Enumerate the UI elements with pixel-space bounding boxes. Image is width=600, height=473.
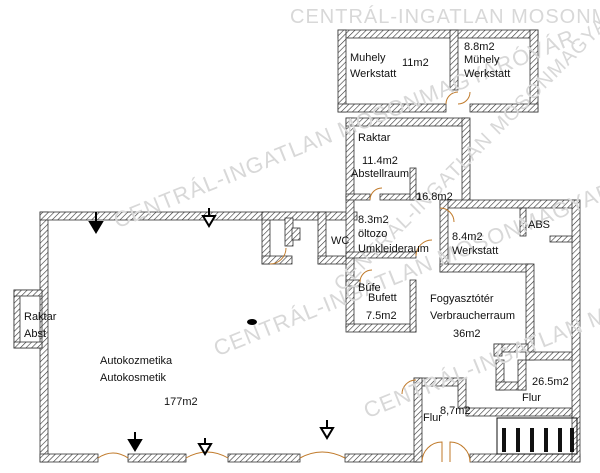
storage-upper-name-de: Abstellraum <box>351 168 410 180</box>
wall-main-bottom-a <box>39 453 99 463</box>
storage-left-name-hu: Raktar <box>24 311 57 323</box>
walls <box>13 29 581 463</box>
arrow-down-icon <box>127 432 143 452</box>
workshop2-name-de: Werkstatt <box>464 68 511 80</box>
wc-label: WC <box>331 235 350 247</box>
buffet-name-de: Bufett <box>368 292 397 304</box>
wall-main-bottom-e <box>469 453 581 463</box>
changing-area: 8.3m2 <box>358 214 389 226</box>
wall-main-bottom-d <box>344 453 421 463</box>
workshop1-name-de: Werkstatt <box>350 68 397 80</box>
car-cosmetics-name-hu: Autokozmetika <box>100 355 173 367</box>
entrance-arrows <box>88 208 335 456</box>
consumer-name-de: Verbraucherraum <box>430 310 515 322</box>
wall-main-bottom-b <box>127 453 187 463</box>
consumer-name-hu: Fogyasztótér <box>430 293 494 305</box>
watermark-top: CENTRÁL-INGATLAN MOSONMAGYARÓVÁR <box>290 6 600 28</box>
arrow-down-icon <box>88 212 104 234</box>
buffet-area: 7.5m2 <box>366 310 397 322</box>
workshop3-name-de: Werkstatt <box>452 245 499 257</box>
wall-workshop-top <box>337 29 539 39</box>
wall-main-bottom-c <box>227 453 301 463</box>
workshop3-area: 8.4m2 <box>452 231 483 243</box>
arrow-down-icon <box>197 438 213 456</box>
hall-small-area: 8,7m2 <box>440 405 471 417</box>
storage-upper-name-hu: Raktar <box>358 132 391 144</box>
buffet-name-hu: Búfe <box>358 282 381 294</box>
consumer-area: 36m2 <box>453 328 481 340</box>
workshop1-name-hu: Muhely <box>350 52 386 64</box>
abs-label: ABS <box>528 219 551 231</box>
storage-left-name-de: Abst <box>24 328 47 340</box>
hall-large-area: 26.5m2 <box>532 376 569 388</box>
hall-small-name-de: Flur <box>423 412 442 424</box>
corridor-area: 16.8m2 <box>416 191 453 203</box>
workshop1-area: 11m2 <box>402 57 429 69</box>
workshop2-area: 8.8m2 <box>464 41 495 53</box>
arrow-down-icon <box>319 420 335 440</box>
changing-name-hu: öltozo <box>358 228 388 240</box>
floor-drain <box>247 319 257 325</box>
car-cosmetics-name-de: Autokosmetik <box>100 372 167 384</box>
workshop2-name-hu: Mühely <box>464 54 500 66</box>
stairs <box>496 417 578 455</box>
arrow-down-icon <box>201 208 217 228</box>
changing-name-de: Umkleideraum <box>358 243 429 255</box>
hall-large-name-de: Flur <box>522 392 541 404</box>
storage-upper-area: 11.4m2 <box>362 155 398 167</box>
car-cosmetics-area: 177m2 <box>164 396 198 408</box>
